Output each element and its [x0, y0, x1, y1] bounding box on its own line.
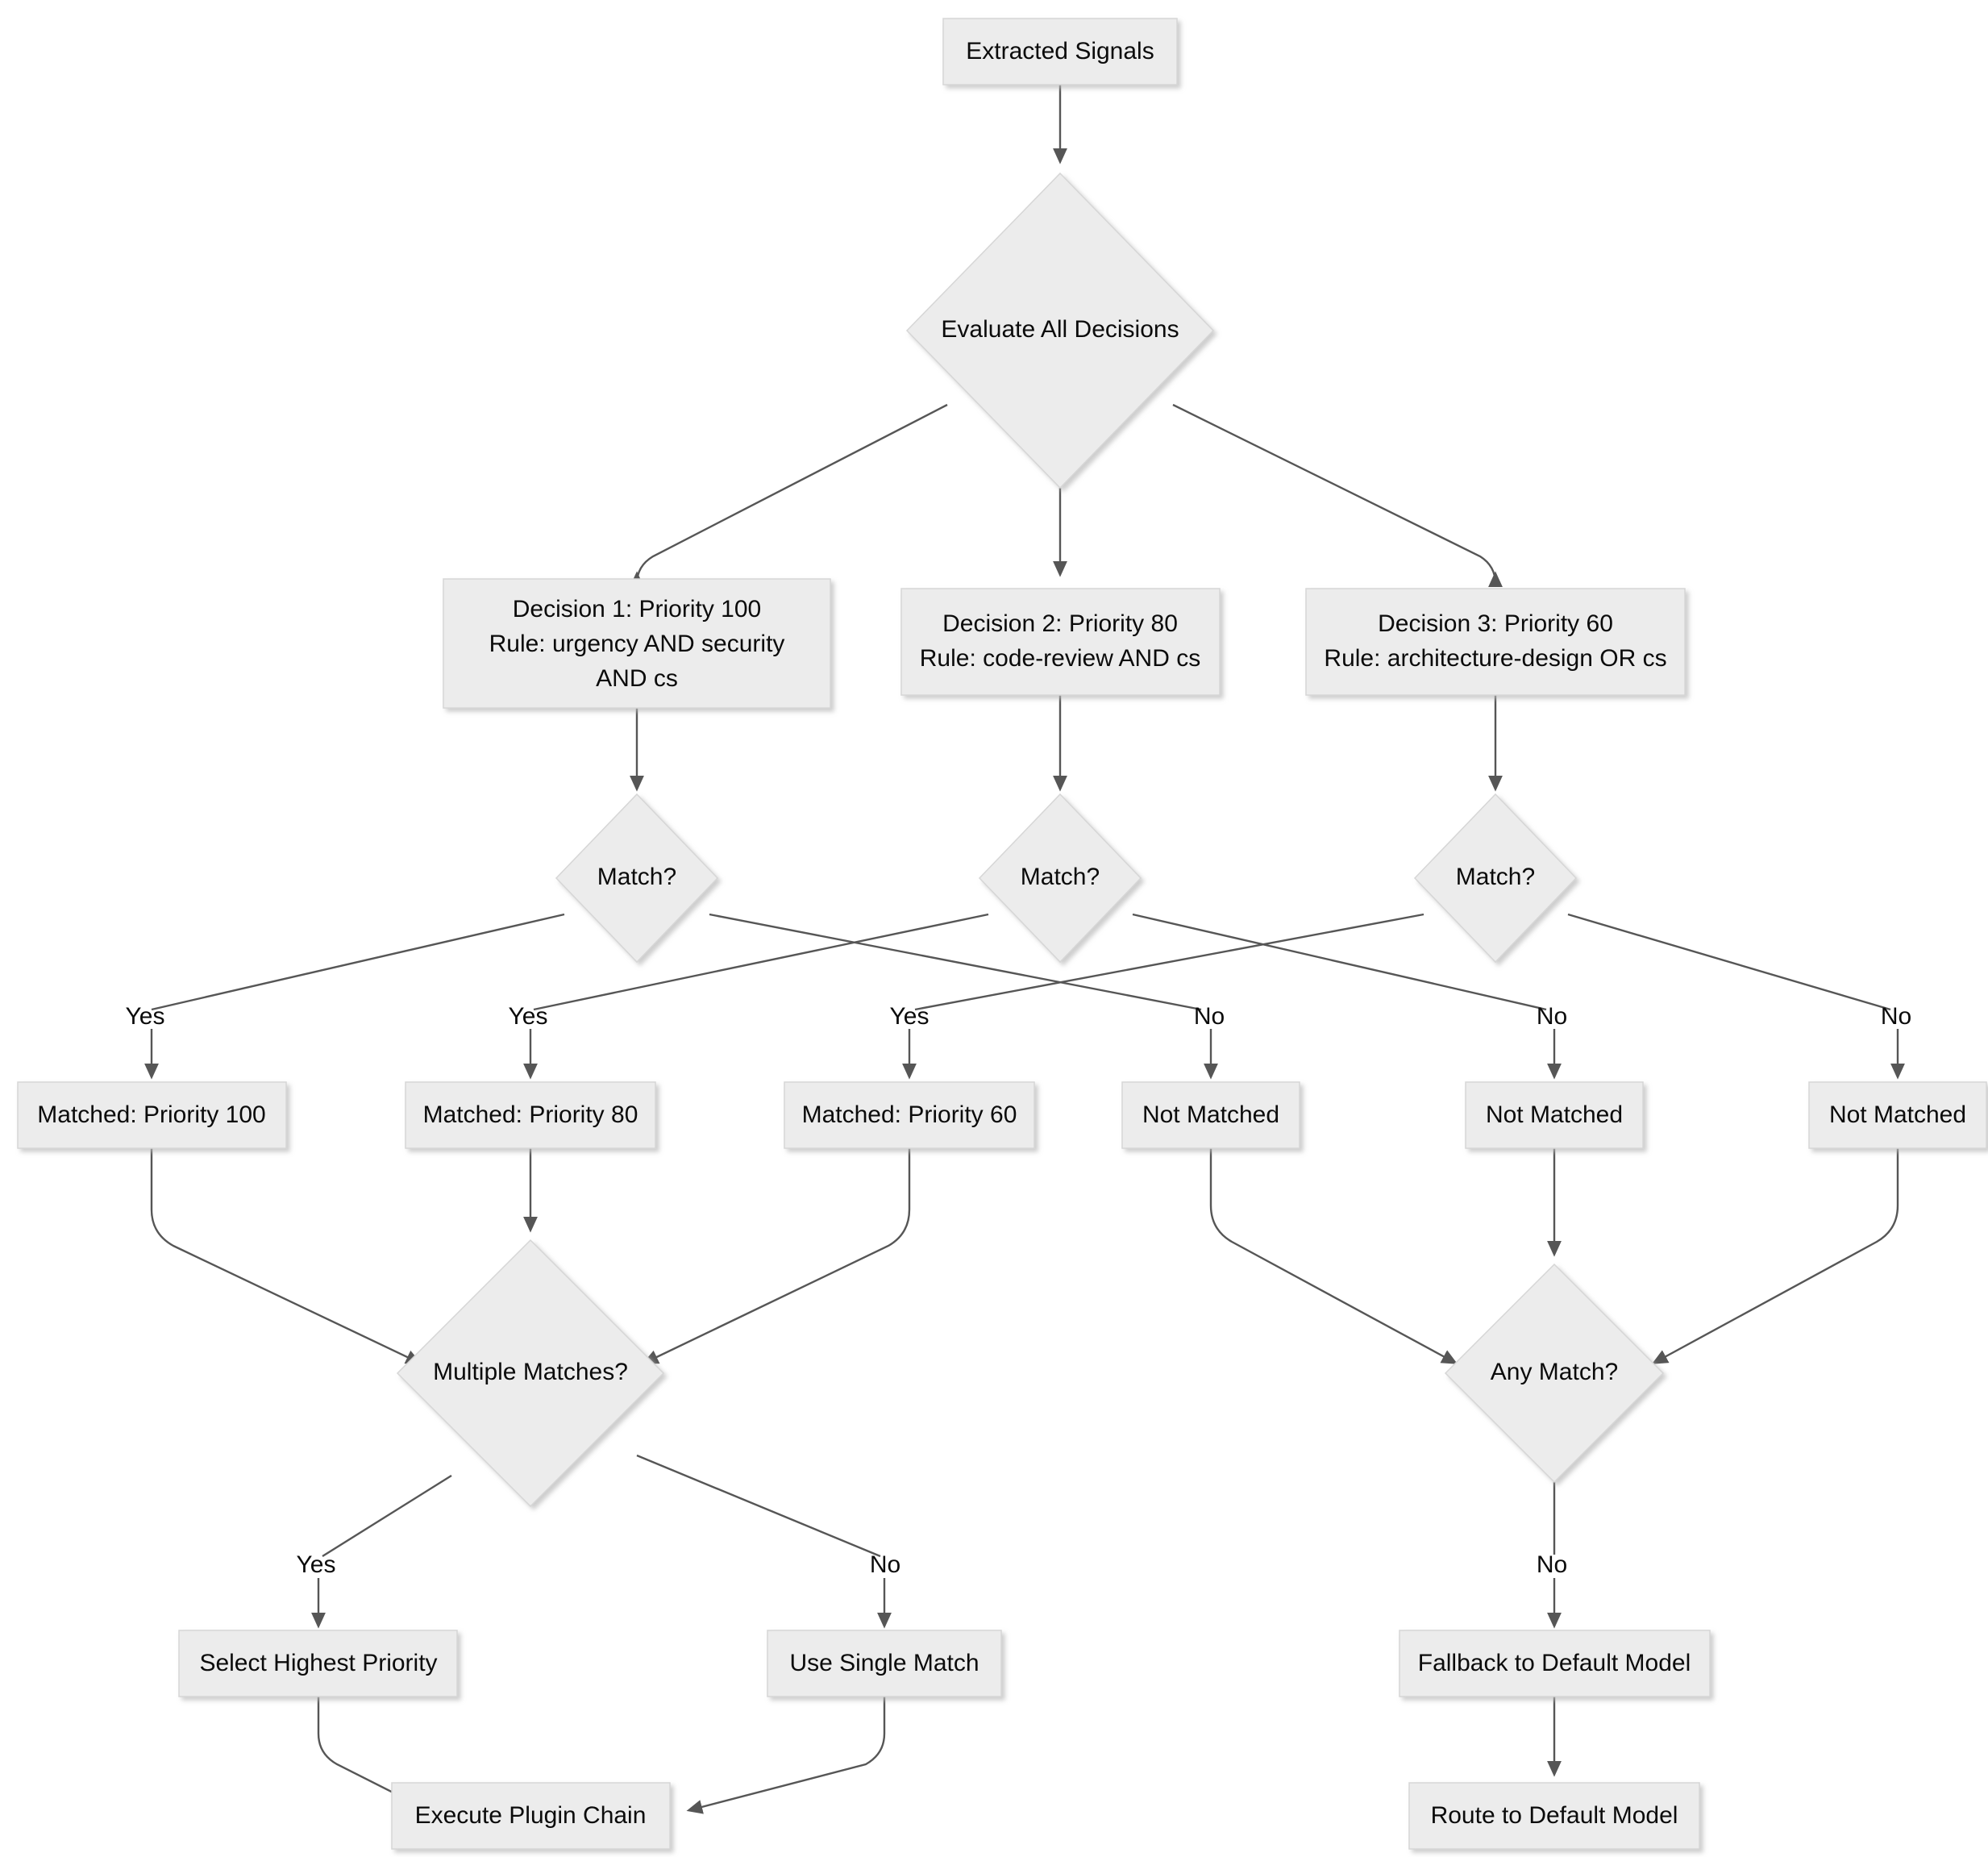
node-any-match[interactable]: Any Match?: [1444, 1263, 1665, 1484]
edge-multiple-yes: [322, 1474, 452, 1558]
node-label-decision1-line1: Decision 1: Priority 100: [513, 596, 761, 622]
edge-label-match1-no: No: [1194, 1003, 1225, 1030]
node-label-not-matched-1: Not Matched: [1142, 1101, 1279, 1128]
node-matched-priority-60[interactable]: Matched: Priority 60: [784, 1081, 1035, 1149]
node-evaluate-all-decisions[interactable]: Evaluate All Decisions: [905, 172, 1215, 489]
node-decision1[interactable]: Decision 1: Priority 100 Rule: urgency A…: [443, 578, 831, 709]
edge-match2-yes: [533, 913, 989, 1011]
edge-labels-layer: Yes Yes Yes No No No Yes No No: [126, 1003, 1912, 1578]
edges-layer: [144, 85, 1905, 1817]
edge-match3-no: [1567, 913, 1891, 1011]
node-label-decision3-line1: Decision 3: Priority 60: [1378, 610, 1613, 637]
node-label-match3: Match?: [1456, 864, 1535, 890]
edge-matched60-to-multiple: [642, 1148, 911, 1364]
node-label-not-matched-2: Not Matched: [1486, 1101, 1623, 1128]
node-not-matched-1[interactable]: Not Matched: [1121, 1081, 1300, 1149]
edge-matched100-to-multiple: [150, 1148, 422, 1364]
edge-label-match2-no: No: [1537, 1003, 1567, 1030]
node-decision2[interactable]: Decision 2: Priority 80 Rule: code-revie…: [900, 588, 1221, 696]
node-label-decision3-line2: Rule: architecture-design OR cs: [1324, 645, 1666, 672]
node-label-decision1-line2: Rule: urgency AND security: [489, 631, 785, 657]
edge-label-match1-yes: Yes: [126, 1003, 165, 1030]
edge-label-multiple-yes: Yes: [297, 1551, 336, 1578]
node-use-single-match[interactable]: Use Single Match: [767, 1630, 1002, 1697]
edge-evaluate-to-decision1: [630, 403, 948, 588]
node-execute-plugin-chain[interactable]: Execute Plugin Chain: [391, 1782, 671, 1850]
edge-label-match3-yes: Yes: [890, 1003, 930, 1030]
node-label-any-match: Any Match?: [1491, 1359, 1618, 1385]
node-label-matched-priority-80: Matched: Priority 80: [423, 1101, 638, 1128]
node-label-matched-priority-100: Matched: Priority 100: [37, 1101, 265, 1128]
node-label-decision2-line2: Rule: code-review AND cs: [920, 645, 1200, 672]
node-label-execute-plugin-chain: Execute Plugin Chain: [415, 1802, 647, 1829]
edge-match2-no: [1132, 913, 1547, 1011]
node-label-matched-priority-60: Matched: Priority 60: [802, 1101, 1017, 1128]
node-label-match1: Match?: [597, 864, 676, 890]
node-label-route-to-default-model: Route to Default Model: [1431, 1802, 1678, 1829]
edge-match3-yes: [914, 913, 1424, 1011]
nodes-layer: Extracted Signals Evaluate All Decisions…: [17, 18, 1987, 1850]
edge-multiple-no: [636, 1454, 881, 1558]
node-label-decision1-line3: AND cs: [596, 665, 678, 692]
edge-label-multiple-no: No: [870, 1551, 900, 1578]
node-label-decision2-line1: Decision 2: Priority 80: [942, 610, 1178, 637]
edge-evaluate-to-decision3: [1172, 403, 1503, 588]
node-decision3[interactable]: Decision 3: Priority 60 Rule: architectu…: [1305, 588, 1686, 696]
node-label-multiple-matches: Multiple Matches?: [433, 1359, 628, 1385]
node-label-fallback-to-default-model: Fallback to Default Model: [1418, 1650, 1691, 1676]
node-matched-priority-80[interactable]: Matched: Priority 80: [405, 1081, 656, 1149]
edge-label-anymatch-no: No: [1537, 1551, 1567, 1578]
edge-match1-yes: [151, 913, 565, 1011]
node-fallback-to-default-model[interactable]: Fallback to Default Model: [1399, 1630, 1711, 1697]
node-match1[interactable]: Match?: [555, 793, 719, 964]
node-label-not-matched-3: Not Matched: [1829, 1101, 1966, 1128]
edge-notmatched3-to-anymatch: [1651, 1148, 1899, 1364]
node-label-select-highest-priority: Select Highest Priority: [199, 1650, 437, 1676]
edge-label-match3-no: No: [1881, 1003, 1911, 1030]
edge-notmatched1-to-anymatch: [1209, 1148, 1458, 1364]
edge-usesingle-to-execute: [686, 1697, 886, 1814]
node-match3[interactable]: Match?: [1413, 793, 1578, 964]
node-matched-priority-100[interactable]: Matched: Priority 100: [17, 1081, 287, 1149]
node-label-use-single-match: Use Single Match: [789, 1650, 979, 1676]
node-route-to-default-model[interactable]: Route to Default Model: [1408, 1782, 1700, 1850]
node-extracted-signals[interactable]: Extracted Signals: [942, 18, 1178, 85]
node-label-extracted-signals: Extracted Signals: [966, 38, 1154, 65]
node-not-matched-2[interactable]: Not Matched: [1465, 1081, 1644, 1149]
node-label-evaluate-all-decisions: Evaluate All Decisions: [941, 316, 1179, 343]
edge-selecthighest-to-execute: [317, 1697, 443, 1817]
node-select-highest-priority[interactable]: Select Highest Priority: [178, 1630, 458, 1697]
node-match2[interactable]: Match?: [978, 793, 1142, 964]
node-multiple-matches[interactable]: Multiple Matches?: [396, 1239, 665, 1508]
edge-match1-no: [709, 913, 1202, 1011]
node-not-matched-3[interactable]: Not Matched: [1808, 1081, 1987, 1149]
node-label-match2: Match?: [1021, 864, 1100, 890]
edge-label-match2-yes: Yes: [509, 1003, 548, 1030]
